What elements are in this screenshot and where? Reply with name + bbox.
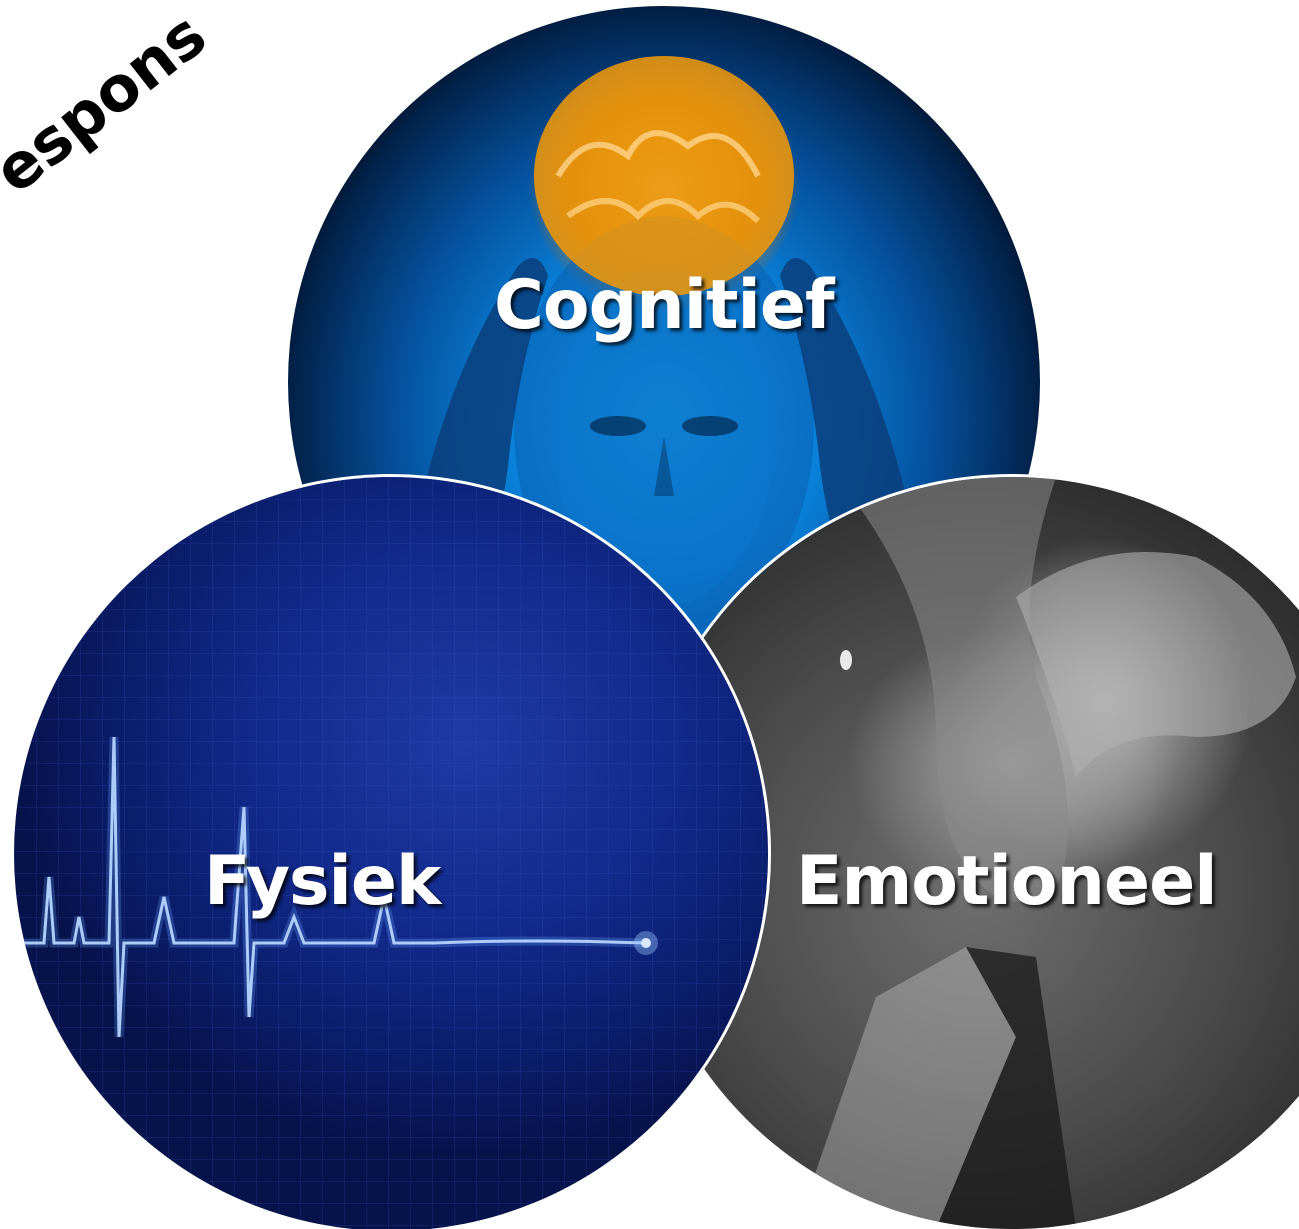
label-cognitief: Cognitief [494,266,835,345]
label-emotioneel: Emotioneel [796,842,1218,921]
rotated-title-fragment: espons [0,0,220,208]
ecg-heartbeat-illustration [14,477,768,1229]
circle-fysiek [14,477,768,1229]
label-fysiek: Fysiek [204,842,441,921]
crying-man-illustration [796,477,1296,1229]
